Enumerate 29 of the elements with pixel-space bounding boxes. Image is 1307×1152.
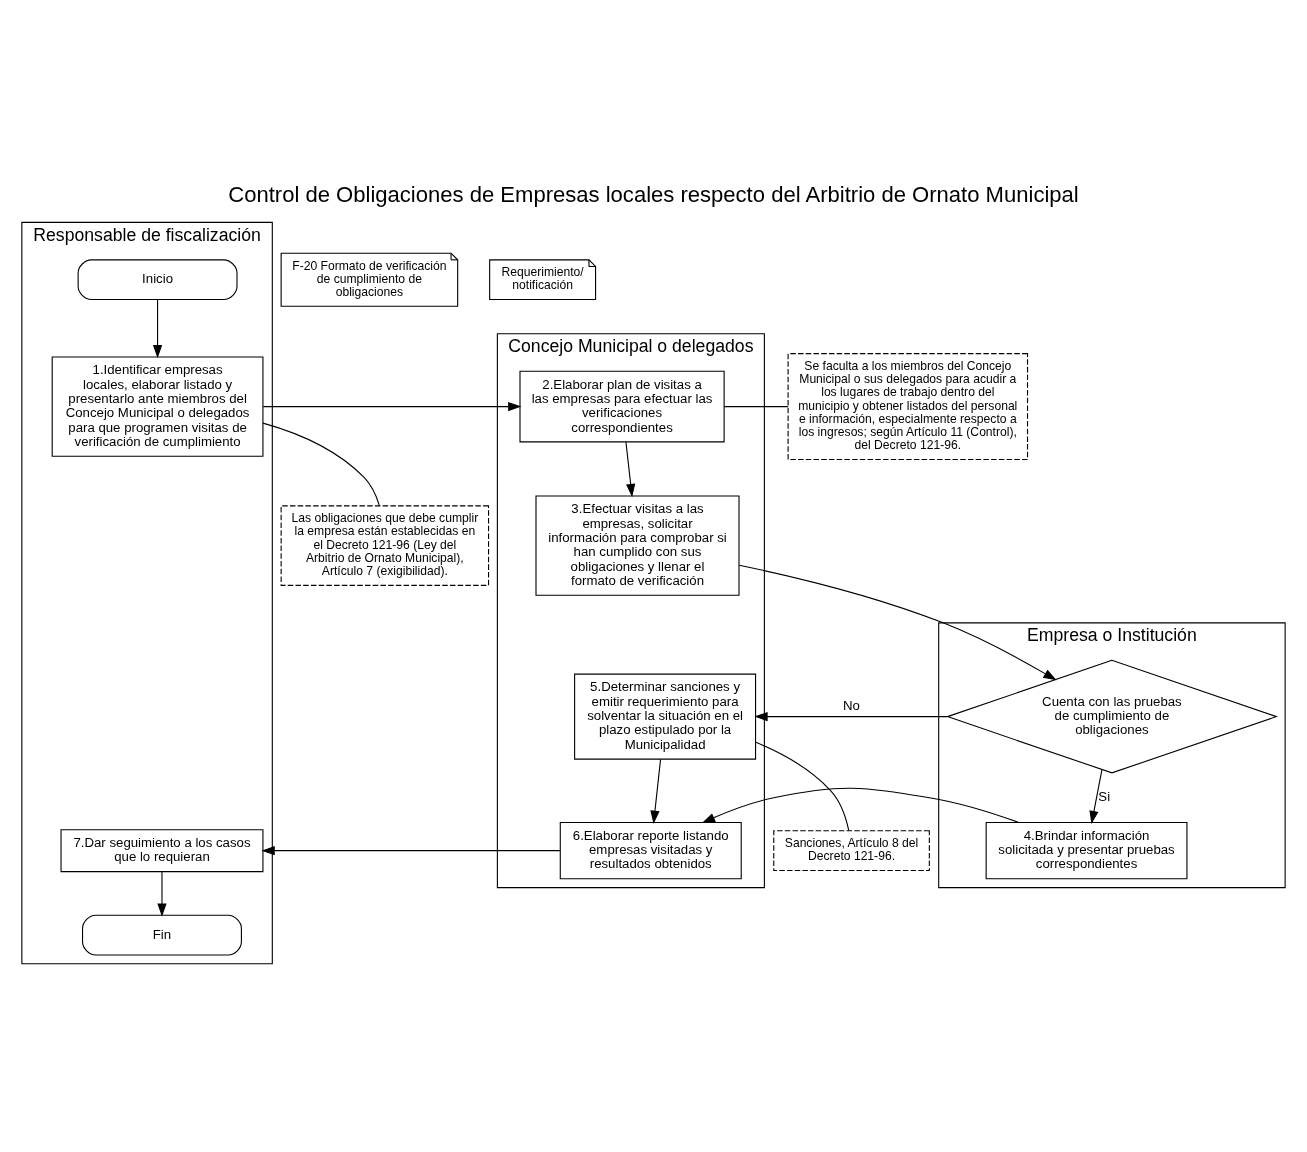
diagram-title: Control de Obligaciones de Empresas locales respecto del Arbitrio de Ornato Municipal [228,181,1079,207]
node-box: Las obligaciones que debe cumplir la empresa están establecidas en el Decreto 121-96 (Ley del Arbitrio de Ornato Municipal), Artículo 7 (exigibilidad). [280,504,490,586]
arrow [261,845,561,855]
node-diamond: Cuenta con las pruebas de cumplimiento de obligaciones [945,659,1278,773]
arrow [754,711,948,721]
node-box: 7.Dar seguimiento a los casos que lo requieran [60,828,264,872]
arrow [650,758,662,824]
edge-label: Si [1098,788,1111,804]
arrow [1089,768,1103,824]
node-box: Se faculta a los miembros del Concejo Municipal o sus delegados para acudir a los lugares de trabajo dentro del municipio y obtener listados del personal e información, especialmente respecto a los ingresos; según Artículo 11 (Control), del Decreto 121-96. [787,352,1029,460]
arrow [701,787,1020,823]
arrow [152,298,163,358]
node-box: 6.Elaborar reporte listando empresas visitadas y resultados obtenidos [559,821,742,879]
connector [262,422,380,506]
node-box: Fin [82,914,242,955]
connector [755,741,850,831]
node-box: 1.Identificar empresas locales, elaborar listado y presentarlo ante miembros del Concejo Municipal o delegados para que programen visitas de verificación de cumplimiento [51,355,264,457]
connector [723,405,789,407]
arrow [157,870,167,917]
arrow [625,441,636,497]
arrow [262,401,522,411]
edge-label: No [843,697,860,713]
node-box: Sanciones, Artículo 8 del Decreto 121-96. [773,829,930,871]
node-box: 4.Brindar información solicitada y presentar pruebas correspondientes [985,821,1188,879]
node-box: Inicio [77,258,238,300]
node-box: 3.Efectuar visitas a las empresas, solicitar información para comprobar si han cumplido con sus obligaciones y llenar el formato de verificación [535,494,740,596]
arrow [738,564,1057,680]
node-box: 5.Determinar sanciones y emitir requerimiento para solventar la situación en el plazo estipulado por la Municipalidad [574,673,757,760]
node-box: 2.Elaborar plan de visitas a las empresas para efectuar las verificaciones correspondientes [519,370,725,442]
